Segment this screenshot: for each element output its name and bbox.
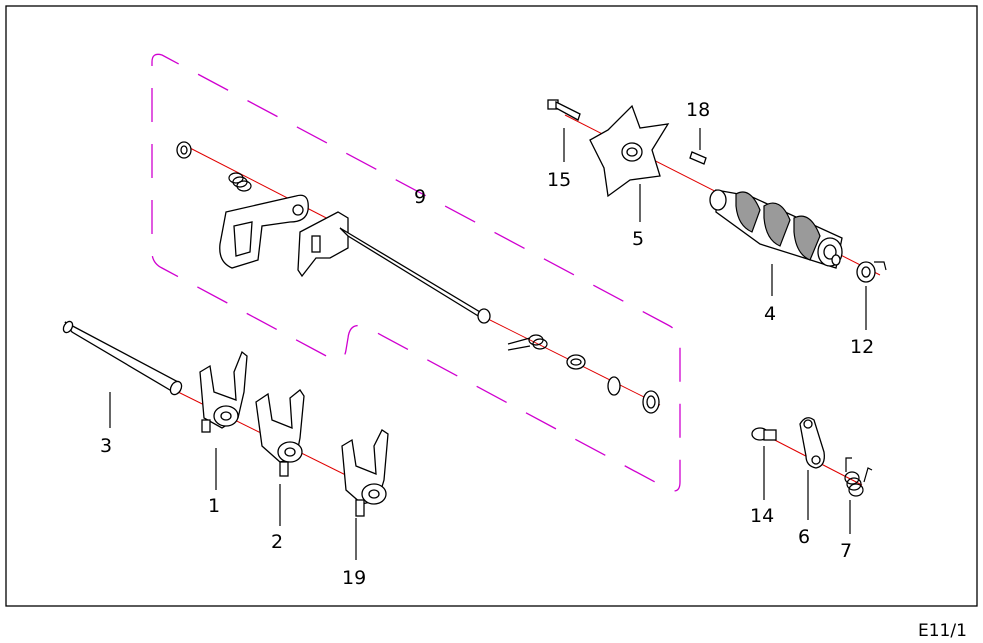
callout-12[interactable]: 12 bbox=[850, 336, 874, 358]
part-7-spring[interactable] bbox=[844, 457, 873, 497]
callout-6[interactable]: 6 bbox=[798, 526, 810, 548]
part-15-bolt[interactable] bbox=[547, 99, 581, 121]
callout-1[interactable]: 1 bbox=[208, 495, 220, 517]
shaft-spring-and-washers[interactable] bbox=[507, 334, 660, 414]
part-1-shift-fork[interactable] bbox=[199, 350, 248, 433]
part-3-shift-rod[interactable] bbox=[62, 320, 184, 397]
sheet-reference: E11/1 bbox=[918, 621, 967, 641]
part-14-bolt[interactable] bbox=[751, 427, 777, 441]
callout-19[interactable]: 19 bbox=[342, 567, 366, 589]
part-12-circlip[interactable] bbox=[856, 261, 887, 283]
part-4-shift-drum[interactable] bbox=[709, 189, 843, 269]
callout-14[interactable]: 14 bbox=[750, 505, 774, 527]
part-6-stopper-lever[interactable] bbox=[799, 417, 825, 469]
callout-7[interactable]: 7 bbox=[840, 540, 852, 562]
callout-9[interactable]: 9 bbox=[414, 186, 426, 208]
callout-15[interactable]: 15 bbox=[547, 169, 571, 191]
callout-2[interactable]: 2 bbox=[271, 531, 283, 553]
callout-3[interactable]: 3 bbox=[100, 435, 112, 457]
part-18-pin[interactable] bbox=[689, 151, 707, 165]
leader-lines bbox=[109, 128, 867, 560]
part-9-shift-shaft-assembly[interactable] bbox=[176, 141, 491, 324]
assembly-group-outline bbox=[151, 53, 681, 492]
part-2-shift-fork[interactable] bbox=[255, 389, 305, 477]
drawing-frame bbox=[5, 5, 978, 607]
callout-18[interactable]: 18 bbox=[686, 99, 710, 121]
callout-labels: 3 1 2 19 9 15 5 18 4 12 14 6 7 bbox=[100, 99, 874, 589]
callout-5[interactable]: 5 bbox=[632, 228, 644, 250]
callout-4[interactable]: 4 bbox=[764, 303, 776, 325]
part-5-star-plate[interactable] bbox=[589, 104, 670, 198]
part-19-shift-fork[interactable] bbox=[341, 429, 389, 517]
